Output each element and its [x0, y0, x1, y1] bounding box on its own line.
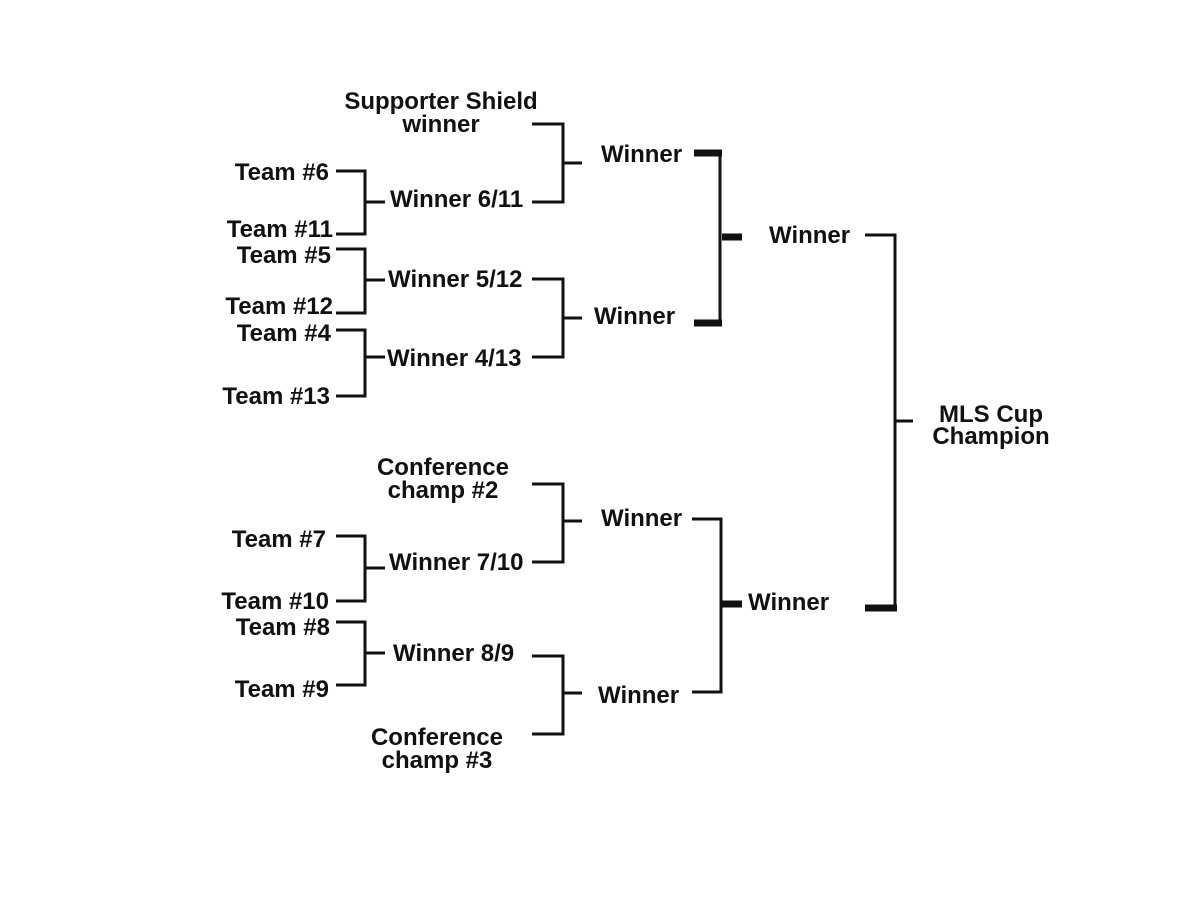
bracket-8-9-vs-conf3	[532, 654, 582, 736]
semifinal-winner-top-a: Winner	[601, 141, 682, 168]
bracket-5-12	[336, 247, 385, 315]
supporter-shield-label-line1: Supporter Shield	[344, 88, 537, 115]
bracket-conf2-vs-7-10	[532, 482, 582, 564]
winner-7-10-label: Winner 7/10	[389, 549, 524, 576]
team-4-label: Team #4	[237, 320, 332, 347]
bracket-top-conference-final	[694, 149, 742, 327]
semifinal-winner-bottom-b: Winner	[598, 682, 679, 709]
bracket-7-10	[336, 534, 385, 603]
winner-8-9-label: Winner 8/9	[393, 640, 514, 667]
semifinal-winner-top-b: Winner	[594, 303, 675, 330]
conference-champ-3-label-line2: champ #3	[382, 747, 493, 774]
bracket-8-9	[336, 620, 385, 687]
conference-champ-3-label-line1: Conference	[371, 724, 503, 751]
semifinal-winner-bottom-a: Winner	[601, 505, 682, 532]
team-7-label: Team #7	[232, 526, 326, 553]
bracket-shield-vs-6-11	[532, 122, 582, 204]
conference-final-winner-bottom: Winner	[748, 589, 829, 616]
bracket-mls-cup-final	[865, 233, 913, 612]
bracket-5-12-vs-4-13	[532, 277, 582, 359]
team-10-label: Team #10	[221, 588, 329, 615]
conference-champ-2-label-line2: champ #2	[388, 477, 499, 504]
champion-label-line2: Champion	[932, 423, 1049, 450]
team-9-label: Team #9	[235, 676, 329, 703]
team-8-label: Team #8	[236, 614, 330, 641]
champion-label-line1: MLS Cup	[939, 401, 1043, 428]
winner-4-13-label: Winner 4/13	[387, 345, 522, 372]
conference-champ-2-label-line1: Conference	[377, 454, 509, 481]
team-5-label: Team #5	[237, 242, 331, 269]
team-11-label: Team #11	[227, 216, 333, 243]
winner-6-11-label: Winner 6/11	[390, 186, 523, 213]
team-12-label: Team #12	[225, 293, 333, 320]
team-6-label: Team #6	[235, 159, 329, 186]
bracket-bottom-conference-final	[692, 517, 742, 694]
team-13-label: Team #13	[222, 383, 330, 410]
winner-5-12-label: Winner 5/12	[388, 266, 523, 293]
bracket-4-13	[336, 328, 385, 398]
conference-final-winner-top: Winner	[769, 222, 850, 249]
supporter-shield-label-line2: winner	[401, 111, 479, 138]
bracket-6-11	[336, 169, 385, 236]
